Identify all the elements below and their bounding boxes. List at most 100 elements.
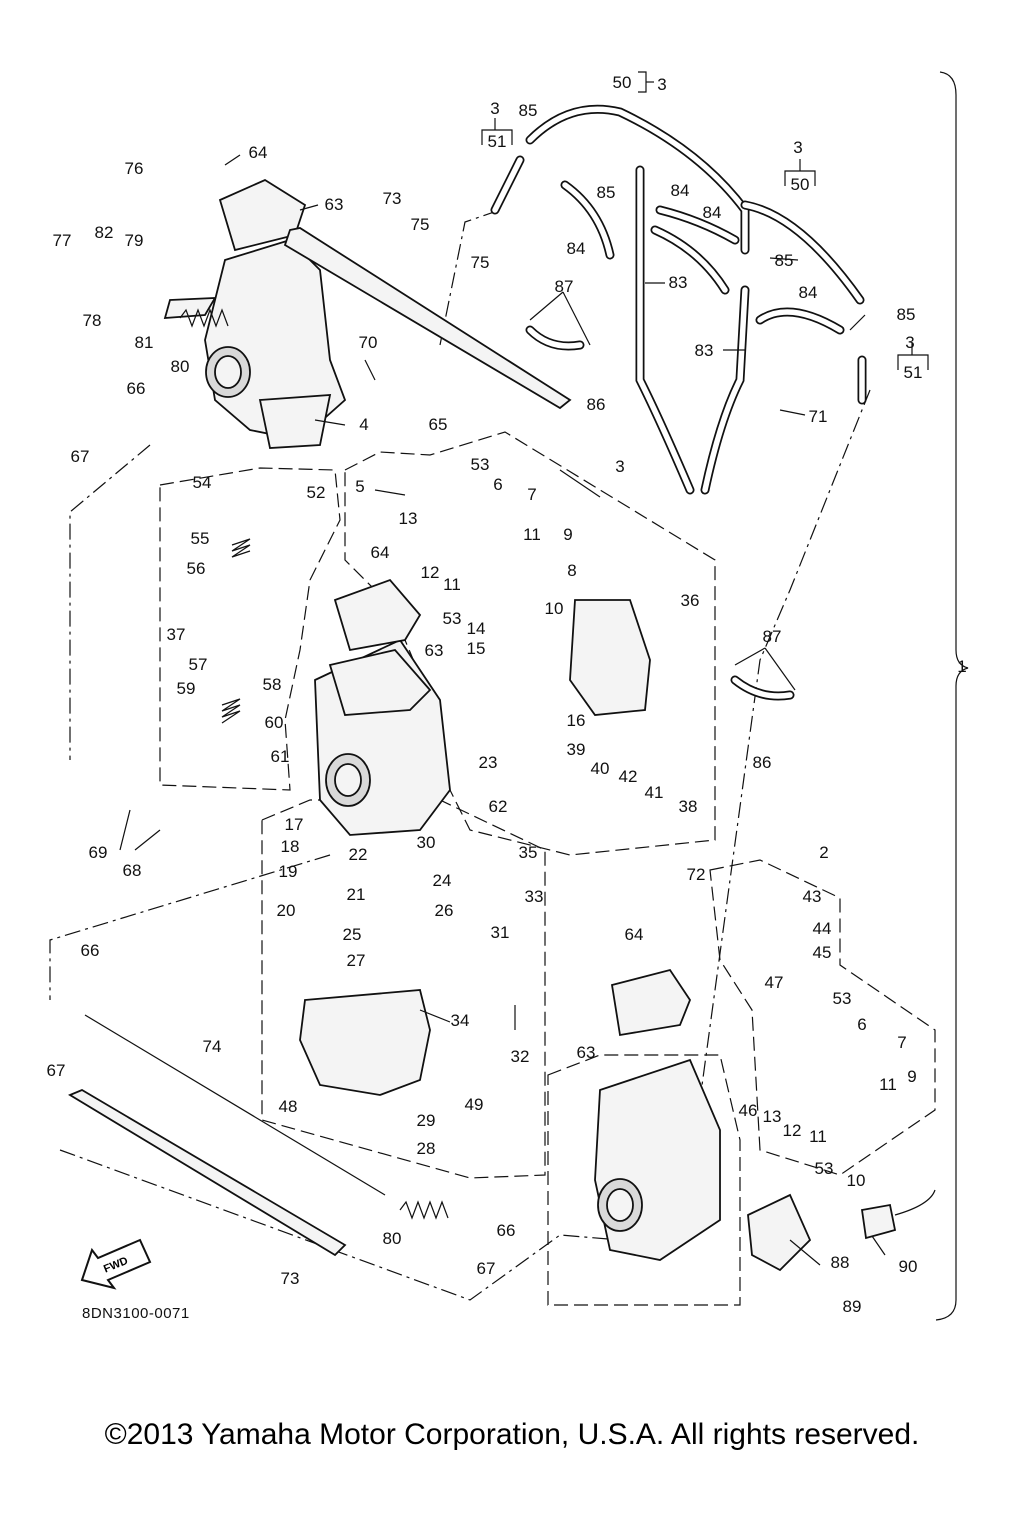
callout-7-1: 7 xyxy=(527,485,536,504)
callout-60: 60 xyxy=(265,713,284,732)
callout-11-3: 11 xyxy=(879,1075,897,1094)
callout-34: 34 xyxy=(451,1011,470,1030)
callout-86-1: 86 xyxy=(587,395,606,414)
callout-20: 20 xyxy=(277,901,296,920)
group-bracket-50-3: 50 3 xyxy=(613,71,667,94)
copyright-notice: ©2013 Yamaha Motor Corporation, U.S.A. A… xyxy=(104,1418,920,1451)
callout-49: 49 xyxy=(465,1095,484,1114)
callout-11-1: 11 xyxy=(523,525,541,544)
leader-lines xyxy=(119,154,886,1266)
callout-90: 90 xyxy=(899,1257,918,1276)
callout-66-3: 66 xyxy=(497,1221,516,1240)
callout-54: 54 xyxy=(193,473,212,492)
callout-2: 2 xyxy=(819,843,828,862)
callout-6-1: 6 xyxy=(493,475,502,494)
callout-63-2: 63 xyxy=(425,641,444,660)
callout-85-4: 85 xyxy=(897,305,916,324)
callout-32: 32 xyxy=(511,1047,530,1066)
callout-53-3: 53 xyxy=(833,989,852,1008)
callout-83-1: 83 xyxy=(669,273,688,292)
callout-42: 42 xyxy=(619,767,638,786)
callout-40: 40 xyxy=(591,759,610,778)
float-bowl xyxy=(299,989,431,1096)
callout-10-2: 10 xyxy=(847,1171,866,1190)
callout-43: 43 xyxy=(803,887,822,906)
callout-72: 72 xyxy=(687,865,706,884)
cover-8 xyxy=(569,599,651,716)
callout-89: 89 xyxy=(843,1297,862,1316)
callout-66-1: 66 xyxy=(127,379,146,398)
assembly-line-bottom xyxy=(59,1149,621,1301)
callout-10-1: 10 xyxy=(545,599,564,618)
callout-87-1: 87 xyxy=(555,277,574,296)
callout-85-1: 85 xyxy=(519,101,538,120)
carburetor-center xyxy=(314,578,451,836)
throttle-sensor xyxy=(747,1193,812,1272)
callout-13-1: 13 xyxy=(399,509,418,528)
callout-63-1: 63 xyxy=(325,195,344,214)
assembly-line-top xyxy=(439,209,501,346)
callout-24: 24 xyxy=(433,871,452,890)
callout-67-1: 67 xyxy=(71,447,90,466)
callout-74: 74 xyxy=(203,1037,222,1056)
callout-38: 38 xyxy=(679,797,698,816)
callout-86-2: 86 xyxy=(753,753,772,772)
callout-57: 57 xyxy=(189,655,208,674)
callout-67-2: 67 xyxy=(47,1061,66,1080)
carburetor-upper xyxy=(163,178,347,449)
callout-3: 3 xyxy=(615,457,624,476)
callout-41: 41 xyxy=(645,783,664,802)
callout-64-2: 64 xyxy=(371,543,390,562)
callout-85-3: 85 xyxy=(775,251,794,270)
callout-85-2: 85 xyxy=(597,183,616,202)
callout-79: 79 xyxy=(125,231,144,250)
svg-text:3: 3 xyxy=(905,333,914,352)
callout-9-1: 9 xyxy=(563,525,572,544)
spring-80 xyxy=(179,308,229,328)
callout-53-4: 53 xyxy=(815,1159,834,1178)
callout-66-2: 66 xyxy=(81,941,100,960)
callout-64-1: 64 xyxy=(249,143,268,162)
callout-9-2: 9 xyxy=(907,1067,916,1086)
callout-44: 44 xyxy=(813,919,832,938)
callout-65: 65 xyxy=(429,415,448,434)
connector-90 xyxy=(860,1203,897,1240)
callout-77: 77 xyxy=(53,231,72,250)
svg-text:50: 50 xyxy=(791,175,810,194)
group-outline-2 xyxy=(709,859,936,1176)
callout-84-3: 84 xyxy=(567,239,586,258)
callout-28: 28 xyxy=(417,1139,436,1158)
callout-19: 19 xyxy=(279,862,298,881)
callout-27: 27 xyxy=(347,951,366,970)
group-outline-float xyxy=(261,799,546,1179)
svg-text:51: 51 xyxy=(904,363,923,382)
callout-13-2: 13 xyxy=(763,1107,782,1126)
callout-11-4: 11 xyxy=(809,1127,827,1146)
callout-25: 25 xyxy=(343,925,362,944)
assembly-line-right xyxy=(699,389,871,1101)
callout-53-2: 53 xyxy=(443,609,462,628)
callout-53-1: 53 xyxy=(471,455,490,474)
fwd-arrow-icon: FWD xyxy=(80,1238,152,1290)
svg-text:3: 3 xyxy=(490,99,499,118)
callout-7-2: 7 xyxy=(897,1033,906,1052)
callout-84-4: 84 xyxy=(799,283,818,302)
spring-55 xyxy=(231,538,251,558)
callout-84-1: 84 xyxy=(671,181,690,200)
group-bracket-3-51-right: 3 51 xyxy=(897,333,929,382)
callout-69: 69 xyxy=(89,843,108,862)
callout-12-2: 12 xyxy=(783,1121,802,1140)
callout-75-2: 75 xyxy=(471,253,490,272)
callout-67-3: 67 xyxy=(477,1259,496,1278)
drawing-code: 8DN3100-0071 xyxy=(82,1305,190,1322)
callout-84-2: 84 xyxy=(703,203,722,222)
callout-26: 26 xyxy=(435,901,454,920)
callout-52: 52 xyxy=(307,483,326,502)
callout-75-1: 75 xyxy=(411,215,430,234)
callout-33: 33 xyxy=(525,887,544,906)
carburetor-lower xyxy=(594,968,721,1261)
spring-80b xyxy=(399,1200,449,1220)
svg-text:51: 51 xyxy=(488,132,507,151)
